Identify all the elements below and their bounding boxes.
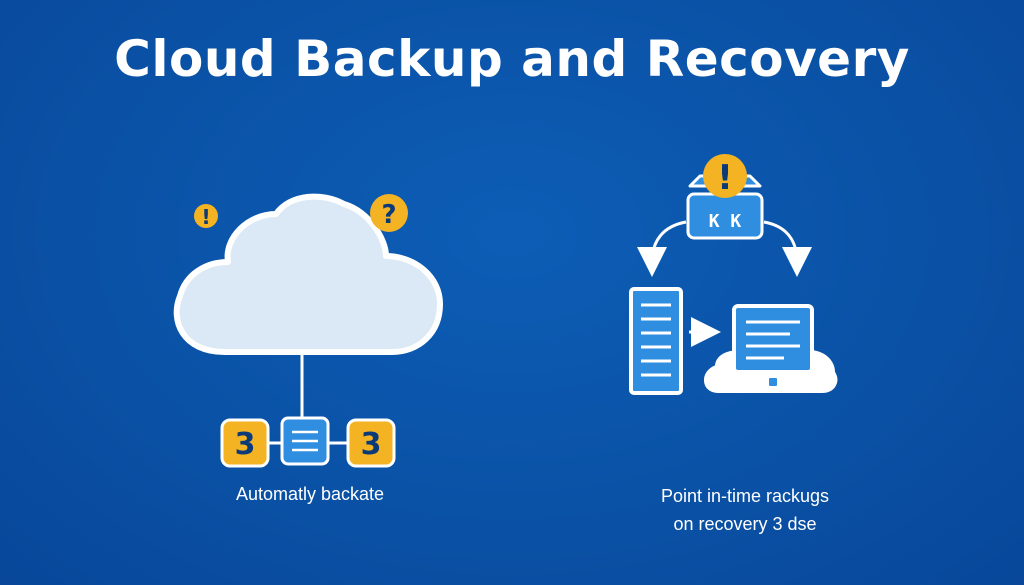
- server-icon: [629, 287, 683, 395]
- backup-node-left: 3: [220, 418, 270, 468]
- arrow-right-curve: [763, 220, 812, 277]
- alert-badge: !: [703, 154, 747, 198]
- backup-node-left-label: 3: [235, 427, 256, 462]
- left-backup-diagram: ! ? 3: [173, 193, 443, 468]
- backup-node-center: [280, 416, 330, 466]
- backup-node-right: 3: [346, 418, 396, 468]
- recovery-caption-line2: on recovery 3 dse: [673, 514, 817, 534]
- page-title: Cloud Backup and Recovery: [114, 30, 910, 88]
- backup-caption: Automatly backate: [235, 484, 385, 504]
- question-badge-label: ?: [381, 200, 396, 230]
- recovery-caption-line1: Point in-time rackugs: [660, 486, 830, 506]
- backup-node-right-label: 3: [361, 427, 382, 462]
- question-badge: ?: [370, 194, 408, 232]
- cloud-icon: [173, 193, 443, 355]
- right-recovery-diagram: K K !: [629, 154, 838, 395]
- warning-badge-label: !: [201, 205, 210, 229]
- vault-label: K K: [709, 211, 742, 232]
- alert-badge-label: !: [717, 158, 733, 198]
- warning-badge: !: [194, 204, 218, 229]
- monitor-icon: [732, 304, 814, 386]
- recovery-caption: Point in-time rackugs on recovery 3 dse: [615, 482, 875, 538]
- arrow-left-curve: [637, 220, 687, 277]
